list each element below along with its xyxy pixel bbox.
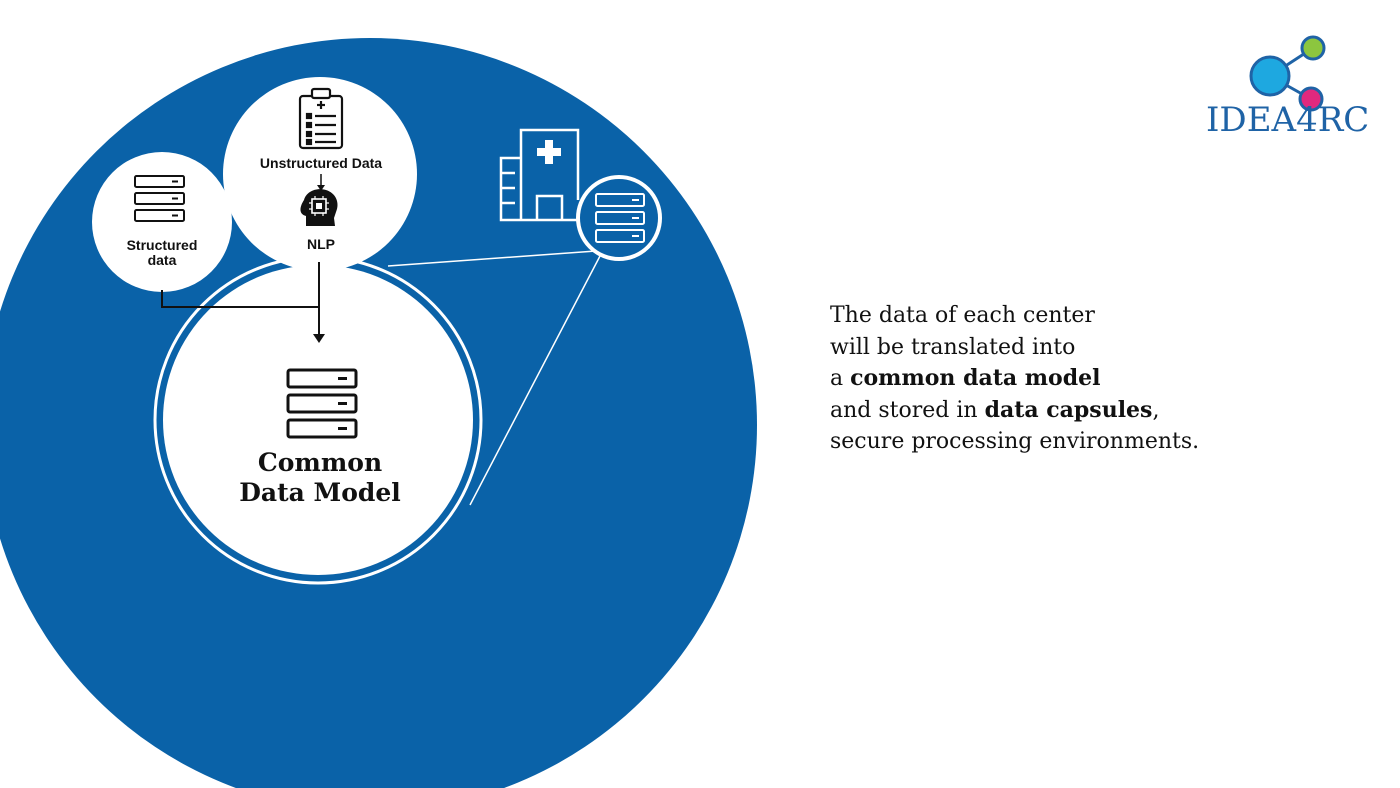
description-emphasis: data capsules [984, 396, 1153, 423]
description-emphasis: common data model [850, 365, 1101, 391]
arrow-down-icon [313, 334, 325, 343]
description-line: secure processing environments. [830, 426, 1300, 458]
cdm-title: Common Data Model [195, 448, 445, 508]
description-text: a [830, 366, 851, 391]
zoom-line-bottom [469, 255, 601, 506]
structured-flow-line [161, 290, 318, 308]
unstructured-label: Unstructured Data [260, 155, 382, 171]
clipboard-icon [298, 87, 344, 150]
logo-mark-icon [1249, 35, 1326, 112]
description-text: will be translated into [830, 334, 1076, 360]
description-text: secure processing environments. [830, 429, 1200, 454]
description-line: a common data model [830, 363, 1300, 395]
logo-wordmark: IDEA4RC [1206, 100, 1370, 140]
nlp-label: NLP [307, 236, 335, 252]
structured-label-line1: Structured [127, 237, 198, 253]
description-text: and stored in [830, 397, 985, 423]
description-text: , [1152, 397, 1160, 423]
hospital-icon [499, 128, 590, 222]
server-icon [595, 193, 645, 243]
cdm-title-line2: Data Model [239, 478, 401, 507]
server-icon [134, 175, 185, 222]
description-line: will be translated into [830, 332, 1300, 364]
description-text: The data of each center [830, 303, 1095, 328]
description-line: The data of each center [830, 300, 1300, 332]
server-icon [286, 368, 358, 439]
arrow-down-icon [317, 185, 325, 191]
cdm-title-line1: Common [257, 448, 383, 477]
description-line: and stored in data capsules, [830, 395, 1300, 427]
unstructured-bubble [223, 77, 417, 271]
structured-label-line2: data [148, 252, 177, 268]
description: The data of each center will be translat… [830, 300, 1300, 458]
data-capsule-badge [576, 175, 662, 261]
zoom-line-top [387, 250, 597, 267]
ai-head-icon [300, 189, 338, 226]
